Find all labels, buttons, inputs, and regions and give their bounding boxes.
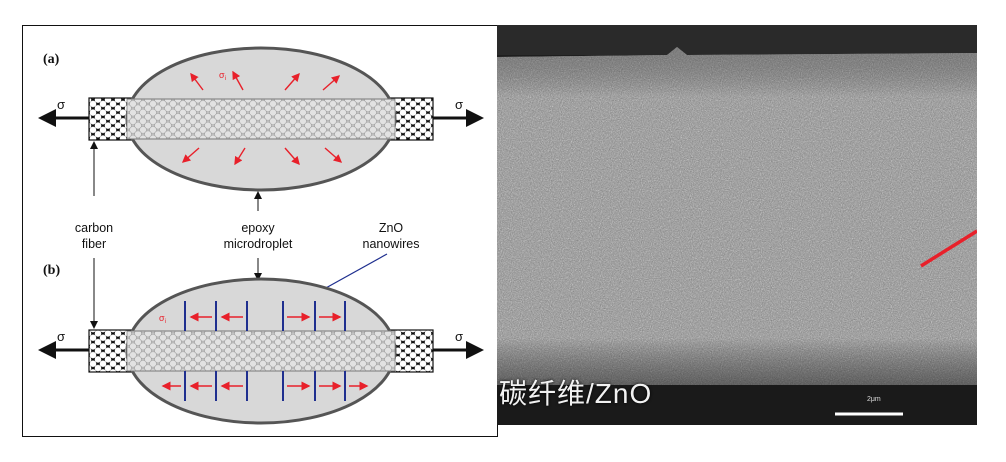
sigma-right-a: σ	[455, 97, 463, 112]
scale-bar-label: 2μm	[867, 396, 881, 403]
sigma-i-label-b: σi	[159, 313, 166, 325]
panel-a-label: (a)	[43, 52, 60, 67]
sem-caption: 碳纤维/ZnO	[499, 378, 653, 409]
zno-label-line1: ZnO	[379, 221, 404, 235]
carbon-fiber-core-a	[126, 98, 396, 140]
sigma-left-b: σ	[57, 329, 65, 344]
sigma-left-a: σ	[57, 97, 65, 112]
epoxy-label-line2: microdroplet	[224, 237, 293, 251]
zno-label-line2: nanowires	[363, 237, 420, 251]
sigma-i-label-a: σi	[219, 70, 226, 82]
fiber-left-end-b	[88, 329, 134, 373]
interface-stress-arrows-b	[161, 312, 369, 391]
fiber-surface	[497, 47, 977, 387]
schematic-svg: (a) σ σ σi carbon fiber epoxy microdropl…	[38, 46, 484, 425]
radial-stress-arrows-a	[181, 70, 343, 166]
fiber-right-end-b	[388, 329, 434, 373]
red-pointer-line	[920, 229, 977, 268]
carbon-fiber-label-line1: carbon	[75, 221, 113, 235]
sem-micrograph-panel: 碳纤维/ZnO 2μm	[497, 25, 977, 425]
schematic-diagram-panel: (a) σ σ σi carbon fiber epoxy microdropl…	[22, 25, 498, 437]
panel-b-label: (b)	[43, 263, 60, 278]
carbon-fiber-core-b	[126, 330, 396, 372]
carbon-fiber-label-line2: fiber	[82, 237, 106, 251]
epoxy-label-line1: epoxy	[241, 221, 275, 235]
sigma-right-b: σ	[455, 329, 463, 344]
zno-nanowires-b	[184, 301, 346, 401]
sem-image-svg	[497, 25, 977, 425]
